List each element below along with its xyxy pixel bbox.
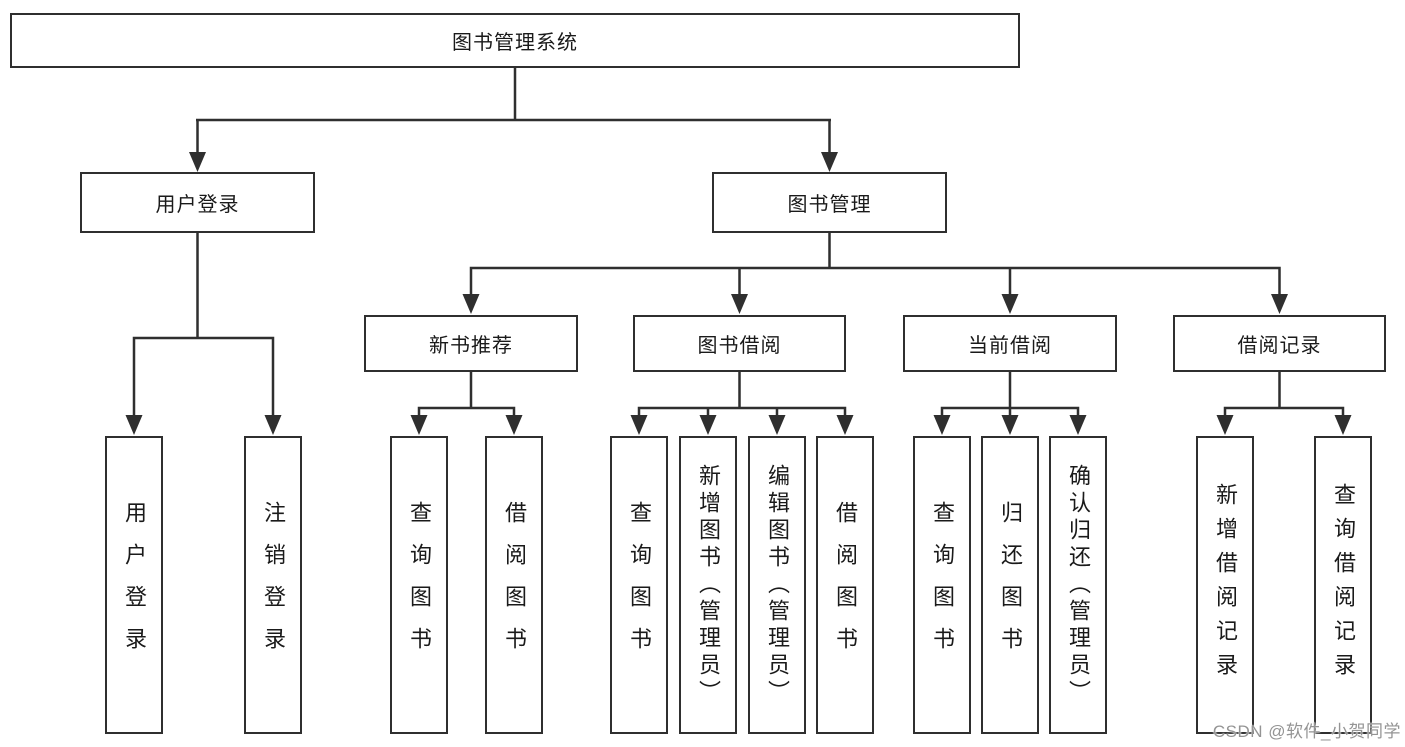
node-label: 借阅记录 (1237, 335, 1322, 357)
node-label: 查询借阅记录 (1331, 483, 1356, 687)
node-borrowing-records: 借阅记录 (1173, 315, 1386, 372)
node-label: 查询图书 (930, 501, 955, 669)
leaf-query-books-current: 查询图书 (913, 436, 971, 734)
leaf-add-borrow-record: 新增借阅记录 (1196, 436, 1254, 734)
node-label: 查询图书 (627, 501, 652, 669)
leaf-return-books: 归还图书 (981, 436, 1039, 734)
node-label: 图书管理 (787, 194, 872, 216)
leaf-query-books-borrow: 查询图书 (610, 436, 668, 734)
leaf-user-login: 用户登录 (105, 436, 163, 734)
node-label: 编辑图书（管理员） (765, 463, 790, 707)
node-new-book-recommend: 新书推荐 (364, 315, 578, 372)
node-label: 借阅图书 (833, 501, 858, 669)
node-label: 用户登录 (155, 194, 240, 216)
node-label: 借阅图书 (502, 501, 527, 669)
node-user-login: 用户登录 (80, 172, 315, 233)
node-label: 新书推荐 (429, 335, 513, 357)
node-label: 注销登录 (261, 501, 286, 669)
csdn-watermark: CSDN @软件_小贺同学 (1212, 722, 1401, 741)
leaf-confirm-return-admin: 确认归还（管理员） (1049, 436, 1107, 734)
leaf-add-books-admin: 新增图书（管理员） (679, 436, 737, 734)
leaf-query-books-recommend: 查询图书 (390, 436, 448, 734)
leaf-logout-login: 注销登录 (244, 436, 302, 734)
node-current-borrowing: 当前借阅 (903, 315, 1117, 372)
node-label: 图书管理系统 (452, 32, 578, 54)
node-label: 查询图书 (407, 501, 432, 669)
connector-lines (132, 68, 1345, 421)
leaf-edit-books-admin: 编辑图书（管理员） (748, 436, 806, 734)
node-label: 图书借阅 (697, 335, 782, 357)
node-label: 当前借阅 (968, 335, 1052, 357)
node-library-management-system: 图书管理系统 (10, 13, 1020, 68)
leaf-borrow-books: 借阅图书 (816, 436, 874, 734)
node-book-borrowing: 图书借阅 (633, 315, 846, 372)
node-label: 用户登录 (122, 501, 147, 669)
leaf-query-borrow-record: 查询借阅记录 (1314, 436, 1372, 734)
node-label: 归还图书 (998, 501, 1023, 669)
leaf-borrow-books-recommend: 借阅图书 (485, 436, 543, 734)
node-label: 确认归还（管理员） (1066, 463, 1091, 707)
node-label: 新增图书（管理员） (696, 463, 721, 707)
node-book-management: 图书管理 (712, 172, 947, 233)
node-label: 新增借阅记录 (1213, 483, 1238, 687)
